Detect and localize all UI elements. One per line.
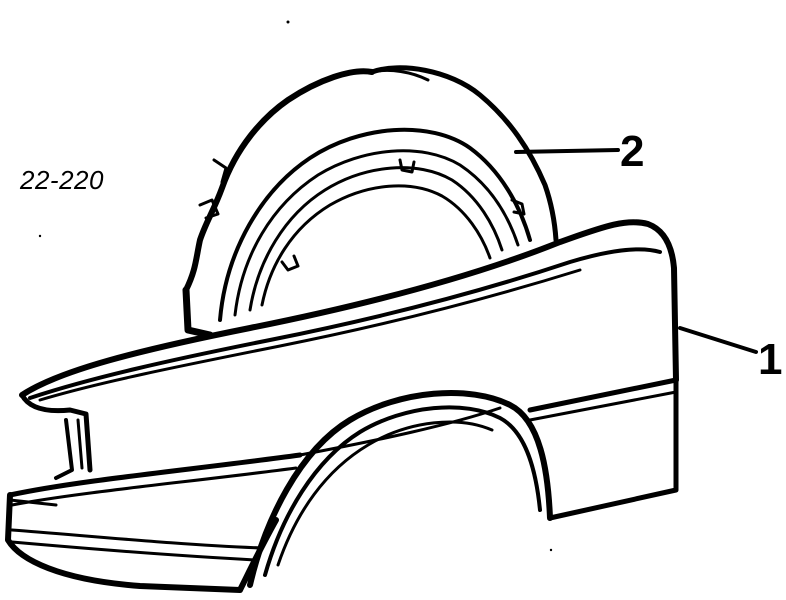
wheel-arch-liner: [182, 65, 559, 339]
part-code-label: 22-220: [20, 165, 104, 195]
leader-line-2: [514, 148, 620, 154]
speck: [38, 234, 42, 238]
callout-number-1: 1: [758, 335, 783, 384]
callout-number-2: 2: [620, 127, 645, 176]
fender-panel: [5, 219, 679, 593]
leader-line-1: [678, 326, 758, 354]
speck: [549, 548, 553, 552]
speck: [286, 20, 290, 24]
